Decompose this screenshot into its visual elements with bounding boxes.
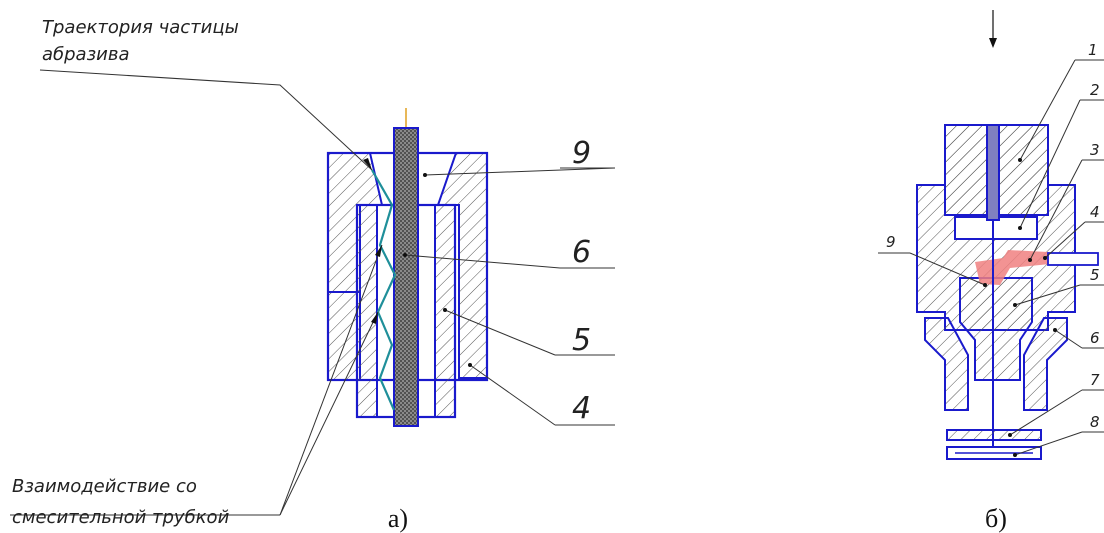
part-4-inlet [1047, 252, 1099, 266]
figure-a: Траектория частицы абразива Взаимодейств… [10, 17, 616, 533]
part-7 [946, 429, 1042, 441]
annotation-interaction-line2: смесительной трубкой [12, 507, 230, 528]
label-5: 5 [572, 323, 591, 358]
part-5 [959, 277, 1033, 381]
annotation-interaction-line1: Взаимодействие со [12, 476, 197, 497]
part-6-right [1023, 317, 1068, 411]
annotation-trajectory-line1: Траектория частицы [42, 17, 239, 38]
figure-b: 1 2 3 4 5 6 7 8 9 б) [878, 10, 1104, 533]
particle-trajectory [371, 169, 397, 411]
caption-b: б) [985, 504, 1007, 533]
label-2: 2 [1090, 81, 1100, 99]
label-5b: 5 [1090, 266, 1100, 284]
caption-a: а) [388, 504, 408, 533]
label-6b: 6 [1090, 329, 1100, 347]
label-9b: 9 [886, 233, 896, 251]
leader-lines-a [10, 69, 616, 516]
label-8: 8 [1090, 413, 1100, 431]
label-7: 7 [1090, 371, 1100, 389]
abrasive-jet-part-6 [393, 127, 419, 427]
label-4b: 4 [1090, 203, 1100, 221]
water-channel [986, 124, 1000, 221]
part-6-left [924, 317, 969, 411]
label-6: 6 [572, 235, 591, 270]
label-4: 4 [572, 391, 591, 426]
label-3: 3 [1090, 141, 1100, 159]
annotation-trajectory-line2: абразива [42, 44, 130, 65]
leader-lines-b [878, 59, 1104, 457]
label-9: 9 [572, 136, 591, 171]
label-1: 1 [1088, 41, 1098, 59]
